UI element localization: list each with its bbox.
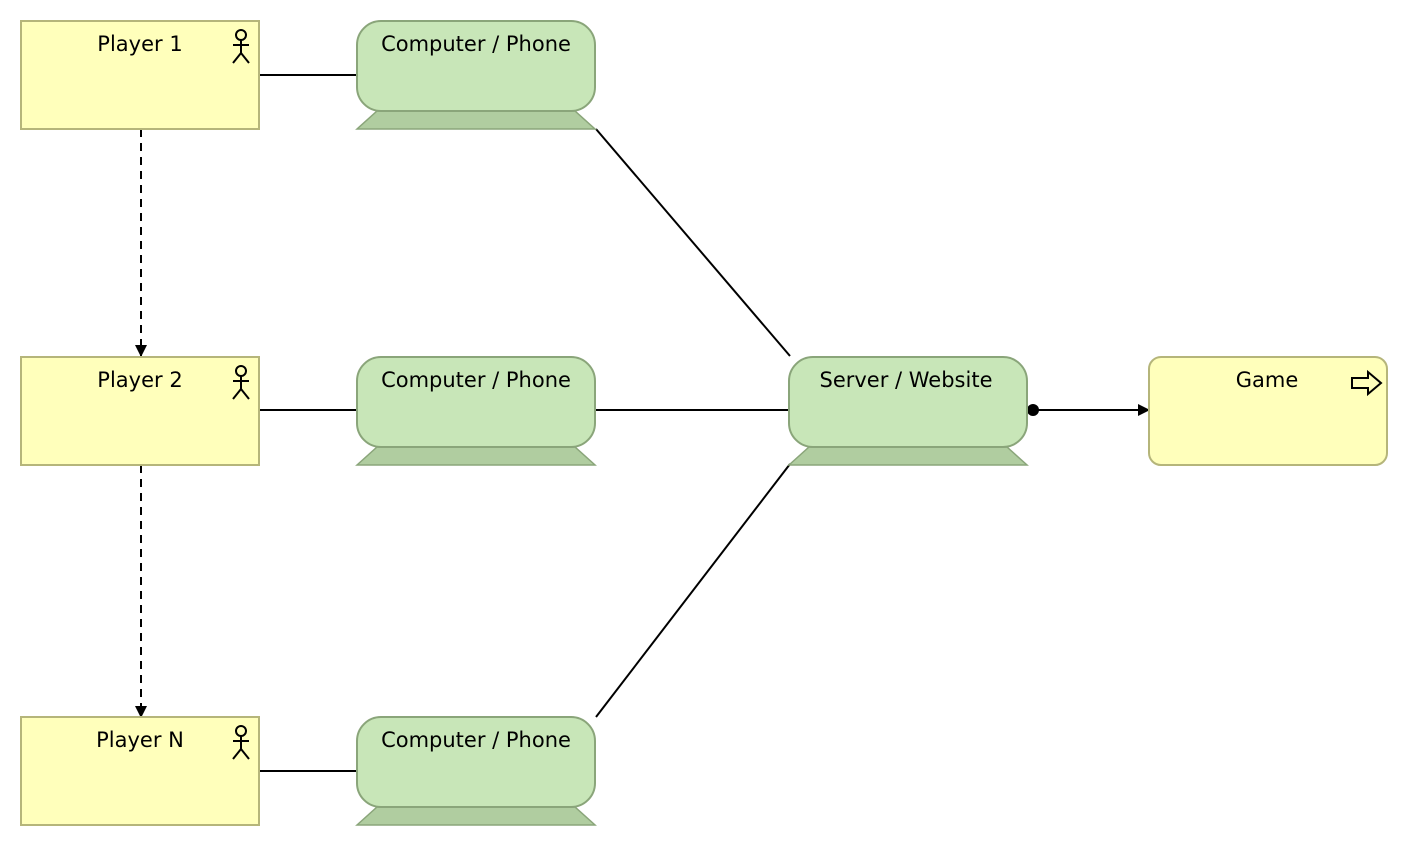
person-icon — [232, 29, 250, 64]
actor-box — [20, 20, 260, 130]
person-icon — [232, 725, 250, 760]
actor-box — [20, 716, 260, 826]
device-1[interactable]: Computer / Phone — [355, 20, 597, 130]
device-base — [355, 446, 597, 466]
actor-label: Player N — [96, 728, 184, 752]
actor-box — [20, 356, 260, 466]
person-icon — [232, 365, 250, 400]
connections — [135, 74, 1150, 772]
arrow-right-icon — [1351, 369, 1383, 397]
server-base — [787, 446, 1029, 466]
device-label: Computer / Phone — [381, 32, 571, 56]
device-label: Computer / Phone — [381, 728, 571, 752]
link-device3-server[interactable] — [595, 463, 791, 718]
service-label: Game — [1236, 368, 1299, 392]
actor-label: Player 1 — [97, 32, 182, 56]
device-base — [355, 110, 597, 130]
actor-label: Player 2 — [97, 368, 182, 392]
device-label: Computer / Phone — [381, 368, 571, 392]
actor-player-n[interactable]: Player N — [20, 716, 260, 826]
device-2[interactable]: Computer / Phone — [355, 356, 597, 466]
server-box — [788, 356, 1028, 448]
service-box — [1148, 356, 1388, 466]
server-node[interactable]: Server / Website — [787, 356, 1029, 466]
device-box — [356, 20, 596, 112]
device-3[interactable]: Computer / Phone — [355, 716, 597, 826]
service-game[interactable]: Game — [1148, 356, 1388, 466]
server-label: Server / Website — [819, 368, 992, 392]
link-device1-server[interactable] — [595, 128, 791, 357]
device-box — [356, 716, 596, 808]
device-box — [356, 356, 596, 448]
actor-player-1[interactable]: Player 1 — [20, 20, 260, 130]
actor-player-2[interactable]: Player 2 — [20, 356, 260, 466]
device-base — [355, 806, 597, 826]
serving-origin-dot — [1027, 404, 1039, 416]
